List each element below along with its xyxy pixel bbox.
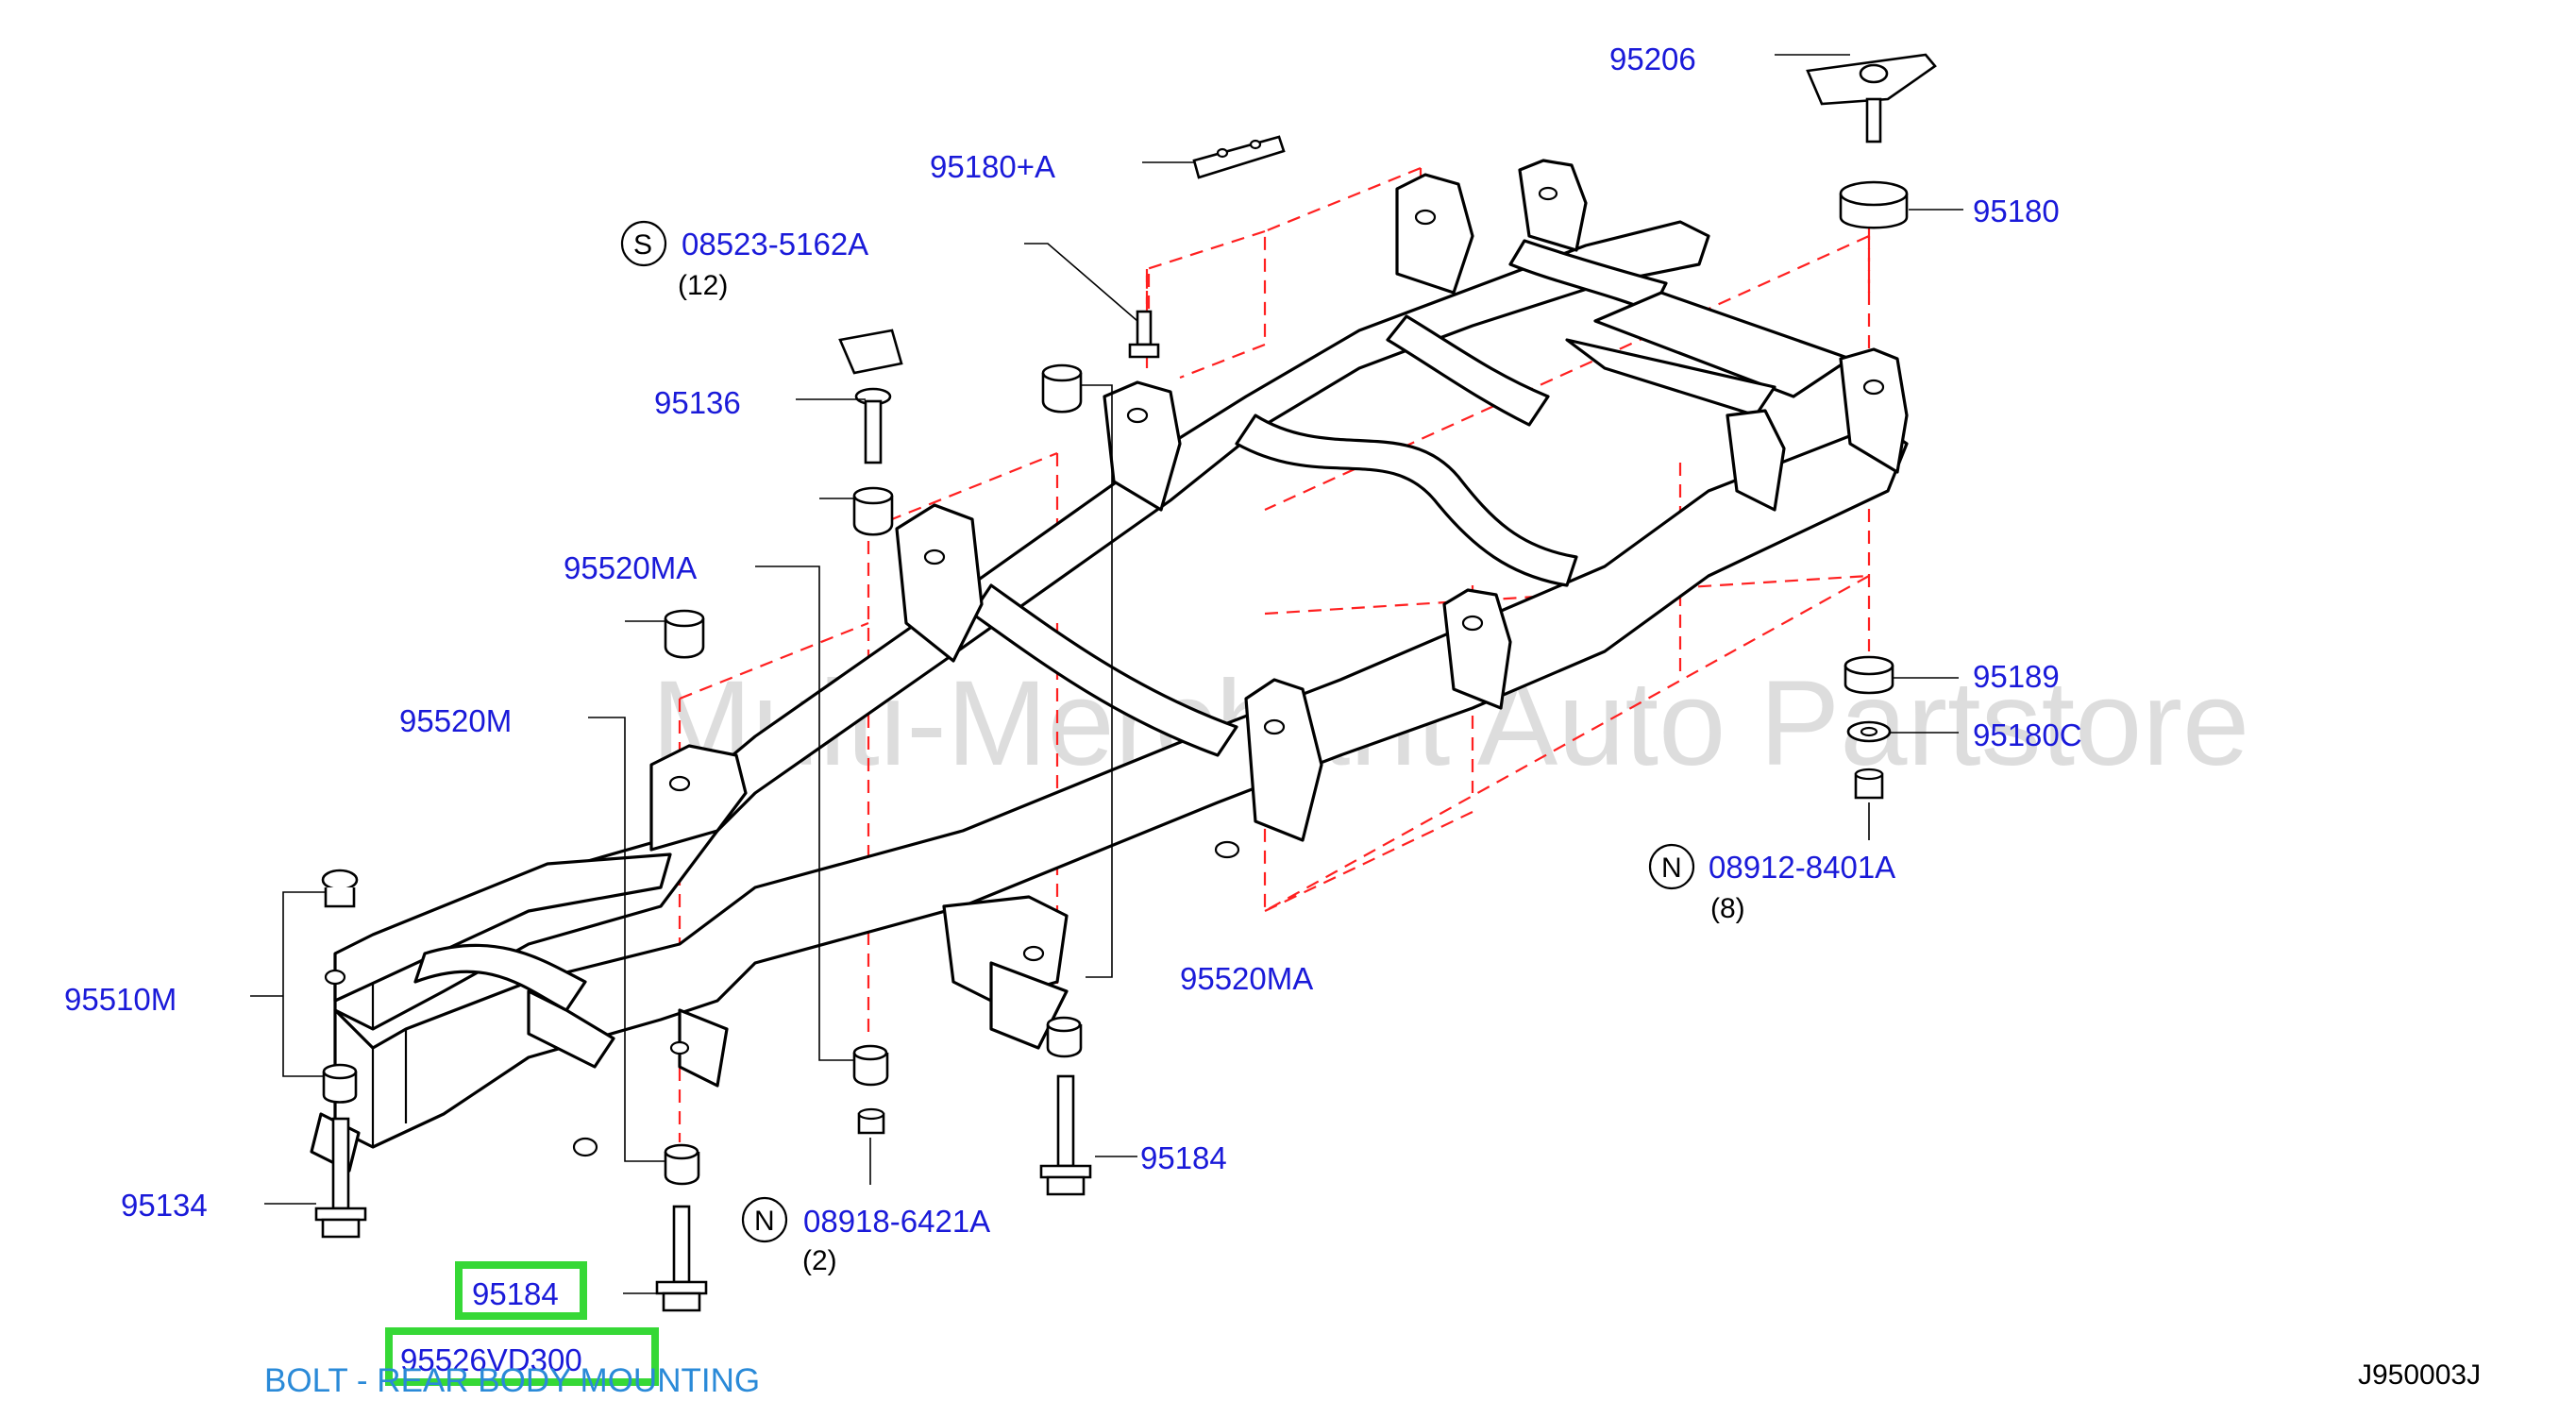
label-95184-right: 95184	[1140, 1140, 1227, 1175]
label-95520ma-bottom: 95520MA	[1180, 961, 1313, 996]
part-95206-bracket	[1806, 53, 1937, 143]
marker-n-circle-2	[1648, 843, 1695, 890]
label-95180c: 95180C	[1973, 717, 2082, 752]
label-08523-qty: (12)	[678, 270, 728, 301]
label-08918-qty: (2)	[802, 1245, 837, 1276]
label-95180a: 95180+A	[930, 149, 1055, 184]
marker-s-circle	[620, 220, 667, 267]
part-95184-bolt-right	[1039, 1074, 1092, 1196]
callout-labels: 95206 95180+A 95180 S 08523-5162A (12) 9…	[64, 42, 2082, 1377]
label-95520m: 95520M	[399, 703, 512, 738]
label-95184-highlight: 95184	[472, 1276, 559, 1311]
label-95189: 95189	[1973, 659, 2060, 694]
label-08523: 08523-5162A	[682, 227, 868, 262]
label-95134: 95134	[121, 1188, 208, 1223]
bracket-holes	[324, 186, 1885, 1157]
marker-s-text: S	[633, 229, 652, 261]
part-95180c-washer	[1846, 720, 1892, 743]
label-95520ma-top: 95520MA	[564, 550, 697, 585]
part-95520ma-lower-bushings	[852, 1016, 1083, 1087]
part-caption: BOLT - REAR BODY MOUNTING	[264, 1362, 760, 1399]
frame-crossmembers	[413, 239, 1852, 1012]
part-95520ma-upper-bushings	[852, 363, 1083, 536]
label-08912-qty: (8)	[1710, 893, 1745, 924]
part-95136-stud	[838, 329, 903, 464]
label-95206: 95206	[1609, 42, 1696, 76]
marker-n-text-2: N	[1661, 852, 1682, 884]
part-95180-bushing	[1839, 180, 1909, 229]
marker-n-circle-1	[741, 1196, 788, 1243]
label-08918: 08918-6421A	[803, 1204, 990, 1239]
label-95510m: 95510M	[64, 982, 177, 1017]
label-95180: 95180	[1973, 194, 2060, 228]
part-95189-bushing	[1844, 655, 1894, 695]
part-95520m-lower-bushing	[664, 1143, 700, 1186]
leader-lines	[250, 54, 1963, 1294]
part-95184-bolt-left	[655, 1205, 708, 1312]
part-08918-nut	[857, 1107, 885, 1135]
part-95180a-plate	[1192, 135, 1286, 179]
marker-n-text-1: N	[754, 1206, 775, 1237]
label-95526: 95526VD300	[400, 1342, 582, 1377]
highlight-box-95526	[385, 1327, 659, 1386]
label-08912: 08912-8401A	[1709, 850, 1895, 885]
label-95136: 95136	[654, 385, 741, 420]
part-95520m-upper-bushing	[664, 609, 705, 659]
diagram-code: J950003J	[2358, 1359, 2481, 1391]
part-95134-bolt	[314, 1117, 367, 1239]
part-08912-nut	[1854, 768, 1884, 800]
highlight-box-95184	[455, 1261, 587, 1320]
part-08523-bolt	[1128, 310, 1160, 359]
part-95510m-bushings	[321, 869, 359, 1104]
frame-left-rail	[333, 423, 1909, 1149]
